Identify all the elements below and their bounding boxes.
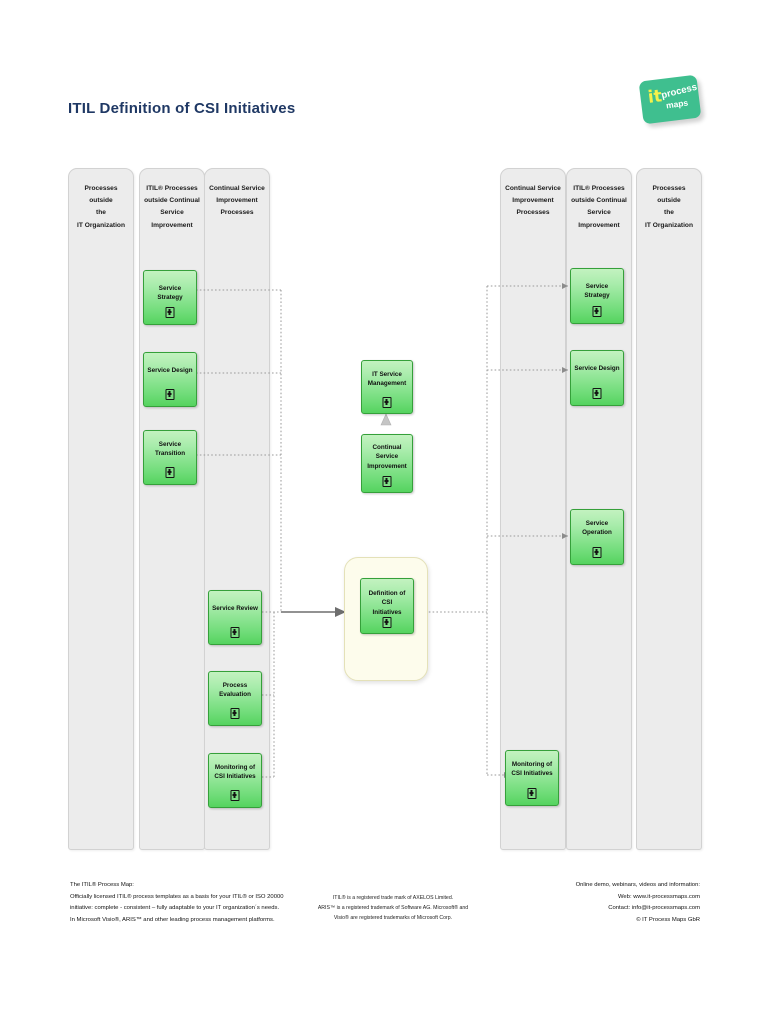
node-service-review[interactable]: Service Review [208,590,262,645]
node-label: Service Design [574,365,620,372]
subprocess-marker-icon [165,307,175,318]
node-right-service-strategy[interactable]: Service Strategy [570,268,624,324]
page-title: ITIL Definition of CSI Initiatives [68,100,296,117]
node-label: Service Strategy [584,283,610,300]
subprocess-marker-icon [230,627,240,638]
subprocess-marker-icon [382,397,392,408]
node-left-service-design[interactable]: Service Design [143,352,197,407]
subprocess-marker-icon [592,306,602,317]
subprocess-marker-icon [592,388,602,399]
subprocess-marker-icon [527,788,537,799]
subprocess-marker-icon [165,467,175,478]
subprocess-marker-icon [230,790,240,801]
subprocess-marker-icon [382,617,392,628]
subprocess-marker-icon [382,476,392,487]
node-right-service-design[interactable]: Service Design [570,350,624,406]
node-label: Service Design [147,367,193,374]
node-label: Service Review [212,605,258,612]
subprocess-marker-icon [165,389,175,400]
footer-left-text: The ITIL® Process Map:Officially license… [70,882,284,923]
subprocess-marker-icon [592,547,602,558]
subprocess-marker-icon [230,708,240,719]
footer-trademark-text: ITIL® is a registered trade mark of AXEL… [317,895,469,922]
node-left-service-strategy[interactable]: Service Strategy [143,270,197,325]
node-label: Service Strategy [157,285,183,302]
footer-contact-text: Online demo, webinars, videos and inform… [575,882,700,923]
